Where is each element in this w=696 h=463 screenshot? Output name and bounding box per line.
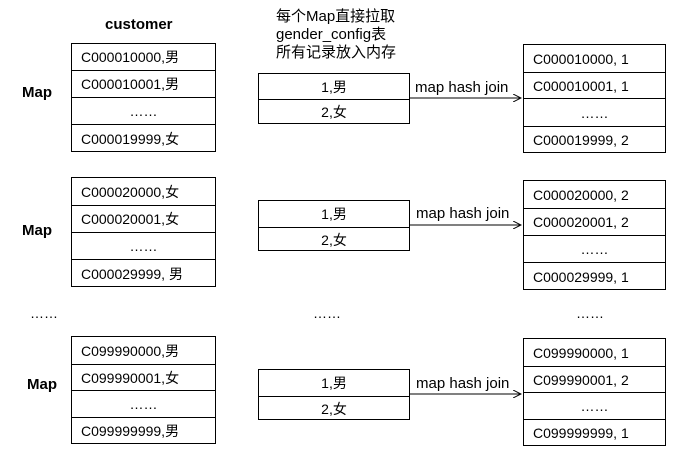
result-row: C000019999, 2 [524,126,665,153]
result-row: C099999999, 1 [524,419,665,446]
result-row: C099990001, 2 [524,366,665,392]
join-label-3: map hash join [416,375,510,392]
config-row: 1,男 [321,78,347,95]
gender-config-table-1: 1,男 2,女 [258,73,410,124]
result-table-3: C099990000, 1 C099990001, 2 …… C09999999… [523,338,666,446]
result-table-2: C000020000, 2 C000020001, 2 …… C00002999… [523,180,666,290]
customer-row-ellipsis: …… [72,232,215,259]
result-row: C000020001, 2 [524,208,665,235]
config-row: 2,女 [259,396,409,420]
customer-row: C099990000,男 [81,342,180,359]
config-row: 1,男 [321,206,347,222]
config-row: 2,女 [259,99,409,124]
map-label-1: Map [22,84,52,101]
customer-row: C099990001,女 [72,364,215,390]
join-label-2: map hash join [416,205,510,222]
result-row: C000010000, 1 [533,50,629,67]
customer-row: C099999999,男 [72,417,215,444]
join-label-1: map hash join [415,79,509,96]
customer-row: C000020000,女 [81,183,180,200]
customer-table-2: C000020000,女 C000020001,女 …… C000029999,… [71,177,216,287]
map-label-2: Map [22,222,52,239]
result-row-ellipsis: …… [524,392,665,419]
ellipsis-right: …… [576,305,604,321]
ellipsis-middle: …… [313,305,341,321]
ellipsis-left: …… [30,305,58,321]
result-row: C000010001, 1 [524,72,665,98]
config-row: 2,女 [259,227,409,251]
customer-row: C000010000,男 [81,49,180,65]
customer-row: C000020001,女 [72,205,215,232]
note-line-2: gender_config表 [276,26,387,43]
customer-row-ellipsis: …… [72,97,215,124]
customer-title: customer [105,16,173,33]
config-row: 1,男 [321,375,347,391]
customer-table-1: C000010000,男 C000010001,男 …… C000019999,… [71,43,216,152]
gender-config-table-2: 1,男 2,女 [258,200,410,251]
note-line-3: 所有记录放入内存 [276,44,397,61]
result-row: C000029999, 1 [524,262,665,290]
gender-config-table-3: 1,男 2,女 [258,369,410,420]
result-row-ellipsis: …… [524,235,665,262]
customer-row-ellipsis: …… [72,390,215,417]
result-row-ellipsis: …… [524,98,665,126]
note-line-1: 每个Map直接拉取 [276,8,396,25]
result-row: C000020000, 2 [533,186,629,203]
result-row: C099990000, 1 [533,344,629,361]
map-label-3: Map [27,376,57,393]
customer-row: C000010001,男 [72,70,215,97]
gender-config-note: 每个Map直接拉取 gender_config表 所有记录放入内存 [276,8,396,62]
customer-row: C000029999, 男 [72,259,215,287]
customer-row: C000019999,女 [72,124,215,152]
customer-table-3: C099990000,男 C099990001,女 …… C099999999,… [71,336,216,444]
result-table-1: C000010000, 1 C000010001, 1 …… C00001999… [523,44,666,153]
